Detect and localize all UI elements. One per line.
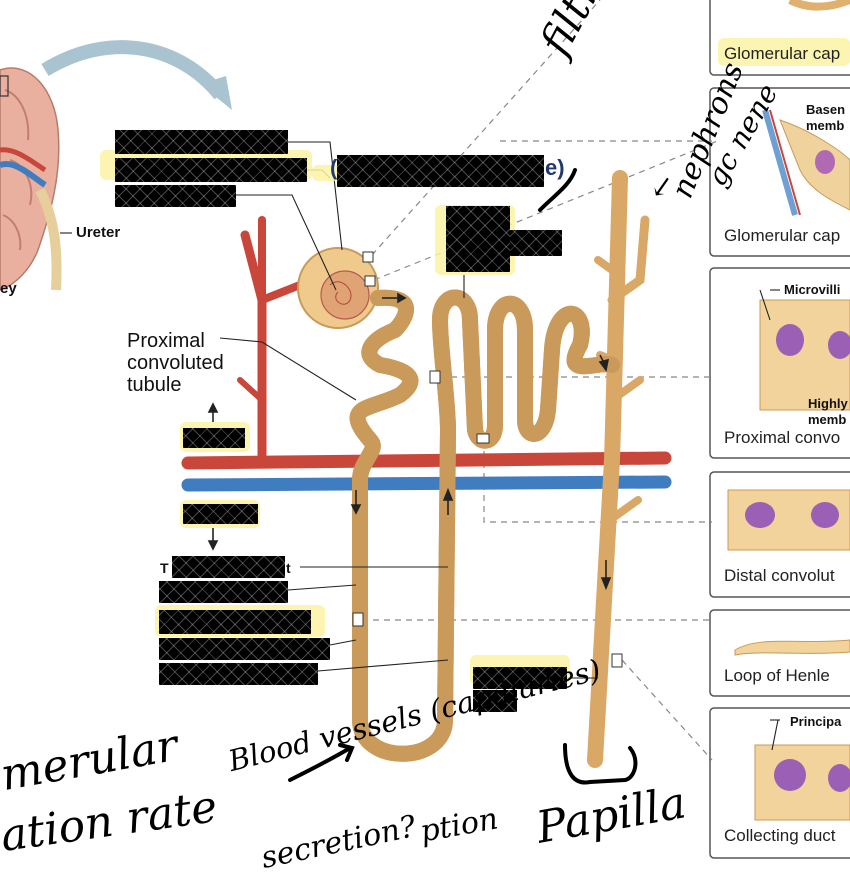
blurred-t-end-label: t [286,560,291,576]
redacted-label-6 [183,428,245,448]
panel-basement-1: Basen [806,102,846,117]
redacted-label-3 [115,185,236,207]
panel-proximal-convo: Proximal convo [724,428,841,447]
kidney-label: ey [0,280,17,297]
glomerulus [297,247,379,329]
redacted-label-9 [159,581,288,603]
artery-horizontal [181,451,672,470]
nephron-tubule [353,298,623,754]
redacted-label-11 [159,638,330,660]
flow-arrows [207,292,612,591]
redacted-label-14 [473,690,517,712]
handwritten-marks [288,168,638,785]
panel-glomerular-cap-mid: Glomerular cap [724,226,841,245]
leader-lines [219,141,780,751]
panel-distal-convolut: Distal convolut [724,566,835,585]
panel-basement-2: memb [806,118,845,133]
panel-loop-of-henle: Loop of Henle [724,666,830,685]
redacted-label-2 [115,158,307,182]
panel-highly-2: memb [808,412,847,427]
redacted-label-13 [473,667,567,689]
panel-glomerular-cap-top: Glomerular cap [724,44,841,63]
panel-principal: Principa [790,714,842,729]
panel-collecting-duct: Collecting duct [724,826,836,845]
redacted-title [337,155,544,187]
redacted-label-8 [172,556,285,578]
panel-highly-1: Highly [808,396,848,411]
collecting-duct [587,170,650,768]
kidney-illustration [0,67,62,291]
redacted-label-12 [159,663,318,685]
title-paren-left: ( [330,155,338,180]
redacted-label-4 [446,206,510,272]
redacted-label-1 [115,130,288,154]
redacted-label-5 [510,230,562,256]
title-paren-right: e) [545,155,565,180]
ureter-label: Ureter [76,224,121,241]
vein-horizontal [181,475,672,492]
arteriole [237,216,304,460]
zoom-arrow [41,40,226,100]
redacted-label-7 [183,504,258,524]
panel-microvilli: Microvilli [784,282,841,297]
blurred-t-label: T [160,560,169,576]
redacted-label-10 [159,610,311,634]
proximal-convoluted-tubule-label: Proximal convoluted tubule [127,330,224,396]
connector-lines [362,0,721,761]
